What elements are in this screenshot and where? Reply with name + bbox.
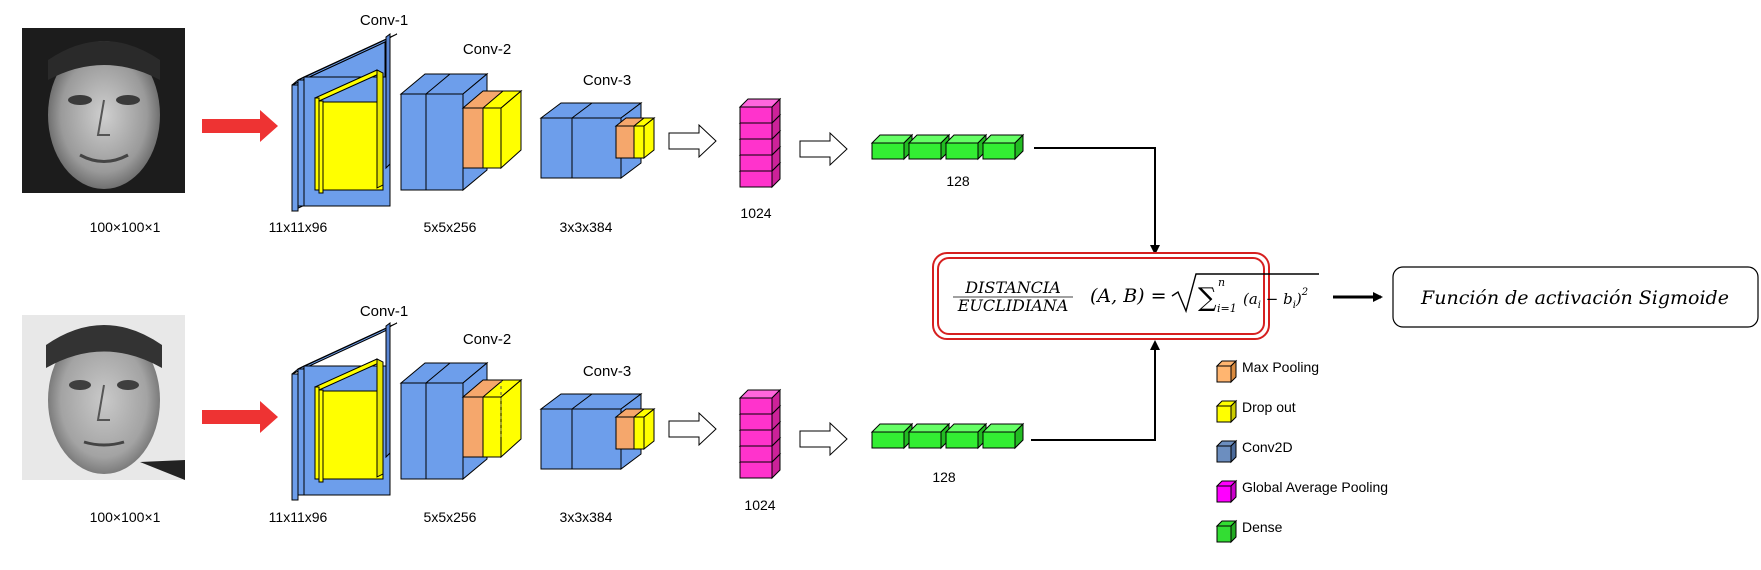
gap-stack — [738, 388, 782, 480]
conv1-shape: 11x11x96 — [269, 509, 328, 525]
gap-label: 1024 — [744, 497, 775, 513]
gap-stack — [738, 97, 782, 189]
legend-label: Dense — [1242, 519, 1283, 535]
input-shape-label: 100×100×1 — [90, 219, 161, 235]
branch-top: 100×100×1 Conv-1 11x11x96 — [22, 12, 1160, 255]
red-arrow — [202, 110, 278, 142]
conv2-shape: 5x5x256 — [424, 509, 477, 525]
legend-item: Global Average Pooling — [1215, 479, 1388, 504]
conv2-title: Conv-2 — [463, 331, 511, 348]
legend-swatch-icon — [1215, 359, 1238, 384]
dense-unit — [907, 133, 951, 161]
conv3-shape: 3x3x384 — [560, 219, 613, 235]
conv3-block — [539, 102, 656, 179]
red-arrow — [202, 401, 278, 433]
face-image-bottom — [22, 315, 185, 480]
distance-name-line2: EUCLIDIANA — [957, 296, 1069, 315]
conv1-shape: 11x11x96 — [269, 219, 328, 235]
conv3-shape: 3x3x384 — [560, 509, 613, 525]
legend-swatch-icon — [1215, 399, 1238, 424]
conv2-block — [399, 361, 523, 481]
flow-arrow — [668, 123, 717, 159]
legend-item: Drop out — [1215, 399, 1296, 424]
legend-item: Conv2D — [1215, 439, 1293, 464]
connector-line — [1031, 340, 1160, 441]
conv1-title: Conv-1 — [360, 303, 408, 320]
conv1-block — [291, 322, 398, 501]
dense-unit — [981, 422, 1025, 450]
distance-name-line1: DISTANCIA — [964, 278, 1061, 297]
legend-swatch-icon — [1215, 519, 1238, 544]
distance-args: (A, B) = — [1090, 285, 1167, 307]
sum-lower: i=1 — [1217, 302, 1237, 315]
dense-unit — [907, 422, 951, 450]
face-image-top — [22, 28, 185, 193]
legend-item: Dense — [1215, 519, 1283, 544]
dense-stack — [870, 133, 1025, 161]
connector-line — [1034, 147, 1160, 255]
flow-arrow — [668, 411, 717, 447]
conv2-block — [399, 72, 523, 192]
dense-unit — [944, 422, 988, 450]
dense-unit — [944, 133, 988, 161]
input-shape-label: 100×100×1 — [90, 509, 161, 525]
gap-label: 1024 — [740, 205, 771, 221]
conv1-title: Conv-1 — [360, 12, 408, 29]
sigmoid-output-box: Función de activación Sigmoide — [1392, 266, 1759, 328]
dense-label: 128 — [946, 173, 970, 189]
legend-label: Conv2D — [1242, 439, 1293, 455]
legend-item: Max Pooling — [1215, 359, 1319, 384]
legend-swatch-icon — [1215, 479, 1238, 504]
sigmoid-label: Función de activación Sigmoide — [1420, 287, 1729, 309]
dense-label: 128 — [932, 469, 956, 485]
sum-symbol: ∑ — [1198, 283, 1217, 313]
conv1-block — [291, 33, 398, 212]
gap-unit — [738, 388, 782, 416]
conv3-block — [539, 393, 656, 470]
legend-label: Drop out — [1242, 399, 1296, 415]
gap-unit — [738, 97, 782, 125]
dense-stack — [870, 422, 1025, 450]
conv2-title: Conv-2 — [463, 41, 511, 58]
euclidean-distance-box: DISTANCIA EUCLIDIANA (A, B) = ∑ n i=1 (a… — [932, 252, 1319, 340]
flow-arrow — [799, 421, 848, 457]
conv2-shape: 5x5x256 — [424, 219, 477, 235]
flow-arrow — [799, 131, 848, 167]
dense-unit — [870, 422, 914, 450]
sum-upper: n — [1218, 276, 1225, 289]
branch-bottom: 100×100×1 Conv-1 11x11x96 — [22, 303, 1160, 525]
dense-unit — [981, 133, 1025, 161]
sum-term: (ai − bi)2 — [1243, 287, 1308, 311]
legend-label: Max Pooling — [1242, 359, 1319, 375]
legend-label: Global Average Pooling — [1242, 479, 1388, 495]
legend-swatch-icon — [1215, 439, 1238, 464]
dense-unit — [870, 133, 914, 161]
sqrt-symbol — [1171, 273, 1319, 314]
conv3-title: Conv-3 — [583, 363, 631, 380]
conv3-title: Conv-3 — [583, 72, 631, 89]
